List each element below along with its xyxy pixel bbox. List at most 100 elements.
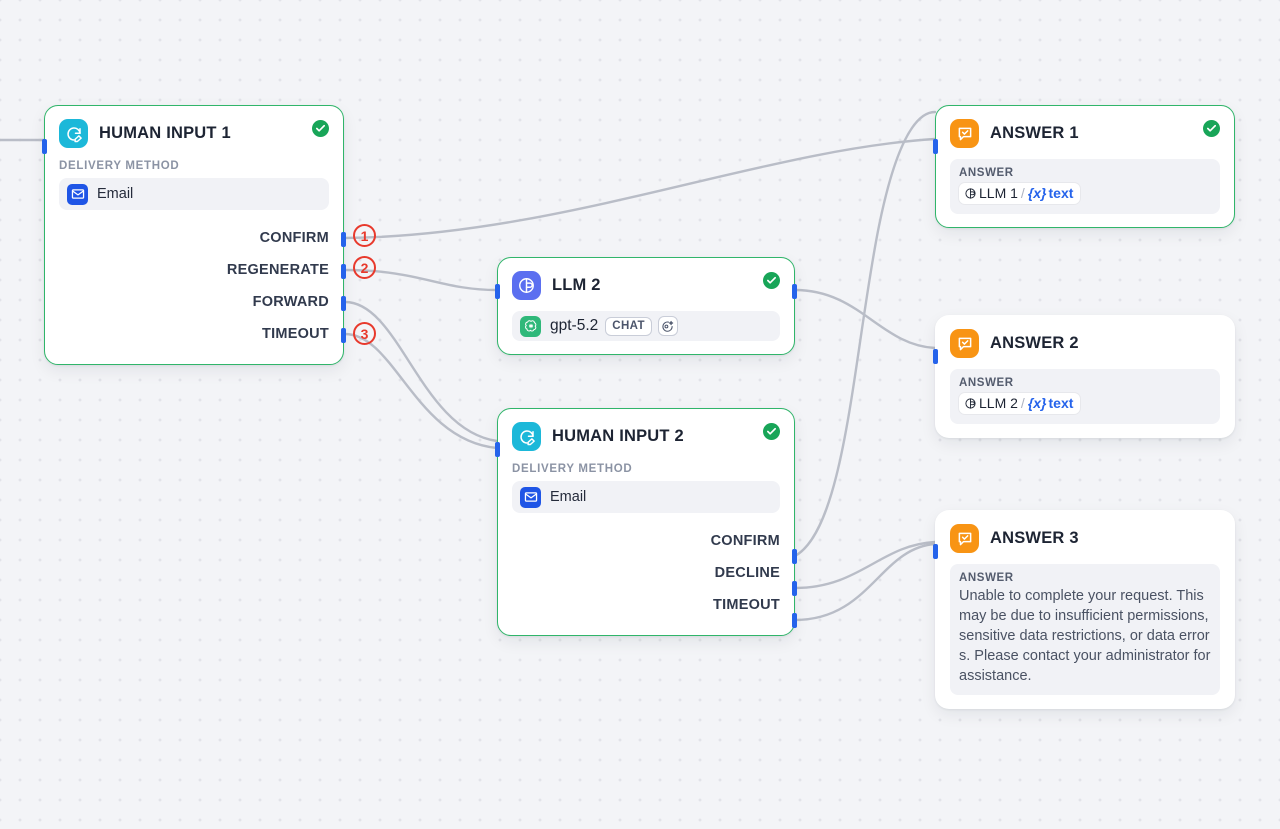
port-label-confirm: CONFIRM (710, 533, 780, 549)
handle-output-timeout[interactable] (792, 613, 798, 628)
handle-output-confirm[interactable] (792, 549, 798, 564)
port-row-timeout[interactable]: TIMEOUT (59, 318, 329, 350)
node-title: ANSWER 2 (990, 334, 1079, 352)
node-human-input-2[interactable]: HUMAN INPUT 2 DELIVERY METHOD Email CONF… (494, 408, 798, 636)
delivery-method-value: Email (550, 489, 587, 505)
port-row-forward[interactable]: FORWARD (59, 286, 329, 318)
token-separator: / (1020, 185, 1025, 201)
answer-label: ANSWER (959, 572, 1014, 584)
port-row-timeout[interactable]: TIMEOUT (512, 589, 780, 621)
token-source: LLM 1 (979, 185, 1018, 201)
node-answer-1[interactable]: ANSWER 1 ANSWER LLM 1 / {x} text (932, 105, 1235, 228)
answer-icon (950, 524, 979, 553)
answer-token-chip[interactable]: LLM 1 / {x} text (959, 183, 1081, 204)
answer-field[interactable]: ANSWER LLM 1 / {x} text (950, 159, 1220, 214)
node-title: LLM 2 (552, 276, 601, 294)
port-row-confirm[interactable]: CONFIRM (512, 525, 780, 557)
step-badge-2: 2 (353, 256, 376, 279)
status-ok-badge (763, 423, 780, 440)
node-title: ANSWER 1 (990, 124, 1079, 142)
edge-hi1-confirm-to-answer-1 (343, 137, 937, 240)
port-label-timeout: TIMEOUT (262, 326, 329, 342)
answer-text: Unable to complete your request. This ma… (959, 588, 1211, 684)
human-input-icon (59, 119, 88, 148)
edge-hi2-decline-to-answer-3 (793, 540, 937, 590)
delivery-method-field[interactable]: Email (59, 178, 329, 210)
handle-input-answer-3[interactable] (932, 544, 938, 559)
port-label-forward: FORWARD (252, 294, 329, 310)
human-input-icon (512, 422, 541, 451)
model-name: gpt-5.2 (550, 317, 599, 334)
delivery-method-value: Email (97, 186, 134, 202)
node-header: HUMAN INPUT 1 (45, 106, 343, 148)
output-ports: CONFIRM DECLINE TIMEOUT (498, 513, 794, 635)
node-header: HUMAN INPUT 2 (498, 409, 794, 451)
step-badge-1: 1 (353, 224, 376, 247)
answer-icon (950, 329, 979, 358)
token-separator: / (1020, 395, 1025, 411)
step-badge-3: 3 (353, 322, 376, 345)
answer-label: ANSWER (959, 377, 1014, 389)
node-header: ANSWER 3 (936, 511, 1234, 553)
edge-hi1-timeout-to-human-input-2 (343, 332, 499, 450)
node-answer-3[interactable]: ANSWER 3 ANSWER Unable to complete your … (932, 510, 1235, 709)
handle-input-human-input-1[interactable] (41, 139, 47, 154)
email-icon (67, 183, 88, 205)
status-ok-badge (763, 272, 780, 289)
handle-output-forward[interactable] (341, 296, 347, 311)
token-source: LLM 2 (979, 395, 1018, 411)
node-header: ANSWER 1 (936, 106, 1234, 148)
node-header: LLM 2 (498, 258, 794, 300)
output-ports: CONFIRM REGENERATE FORWARD TIMEOUT (45, 210, 343, 364)
step-badge-label: 1 (360, 227, 369, 244)
answer-label: ANSWER (959, 167, 1014, 179)
node-human-input-1[interactable]: HUMAN INPUT 1 DELIVERY METHOD Email CONF… (41, 105, 347, 365)
handle-input-answer-2[interactable] (932, 349, 938, 364)
edge-llm2-to-answer-2 (793, 288, 937, 350)
delivery-method-label: DELIVERY METHOD (59, 160, 180, 172)
status-ok-badge (312, 120, 329, 137)
token-type: text (1048, 395, 1074, 411)
image-capability-icon (657, 316, 678, 336)
answer-icon (950, 119, 979, 148)
answer-field[interactable]: ANSWER Unable to complete your request. … (950, 564, 1220, 695)
port-label-confirm: CONFIRM (259, 230, 329, 246)
status-ok-badge (1203, 120, 1220, 137)
handle-output-confirm[interactable] (341, 232, 347, 247)
model-selector[interactable]: gpt-5.2 CHAT (512, 311, 780, 341)
handle-input-llm-2[interactable] (494, 284, 500, 299)
port-label-decline: DECLINE (714, 565, 780, 581)
edge-hi2-timeout-to-answer-3 (793, 542, 937, 622)
email-icon (520, 486, 541, 508)
node-answer-2[interactable]: ANSWER 2 ANSWER LLM 2 / {x} text (932, 315, 1235, 438)
handle-output-timeout[interactable] (341, 328, 347, 343)
answer-token-chip[interactable]: LLM 2 / {x} text (959, 393, 1081, 414)
answer-field[interactable]: ANSWER LLM 2 / {x} text (950, 369, 1220, 424)
node-title: HUMAN INPUT 2 (552, 427, 684, 445)
handle-output-regenerate[interactable] (341, 264, 347, 279)
port-row-regenerate[interactable]: REGENERATE (59, 254, 329, 286)
delivery-method-field[interactable]: Email (512, 481, 780, 513)
handle-input-human-input-2[interactable] (494, 442, 500, 457)
handle-output-llm-2[interactable] (792, 284, 798, 299)
llm-icon (512, 271, 541, 300)
token-variable-icon: {x} (1027, 395, 1047, 411)
handle-output-decline[interactable] (792, 581, 798, 596)
delivery-method-label: DELIVERY METHOD (512, 463, 633, 475)
port-label-timeout: TIMEOUT (713, 597, 780, 613)
node-title: ANSWER 3 (990, 529, 1079, 547)
openai-icon (520, 315, 541, 337)
node-title: HUMAN INPUT 1 (99, 124, 231, 142)
edge-hi2-confirm-to-answer-1 (793, 110, 937, 558)
token-variable-icon: {x} (1027, 185, 1047, 201)
port-row-confirm[interactable]: CONFIRM (59, 222, 329, 254)
step-badge-label: 3 (360, 325, 369, 342)
node-header: ANSWER 2 (936, 316, 1234, 358)
node-llm-2[interactable]: LLM 2 gpt-5.2 CHAT (494, 257, 798, 355)
port-label-regenerate: REGENERATE (226, 262, 329, 278)
model-mode-chip: CHAT (605, 316, 652, 336)
port-row-decline[interactable]: DECLINE (512, 557, 780, 589)
handle-input-answer-1[interactable] (932, 139, 938, 154)
step-badge-label: 2 (360, 259, 369, 276)
